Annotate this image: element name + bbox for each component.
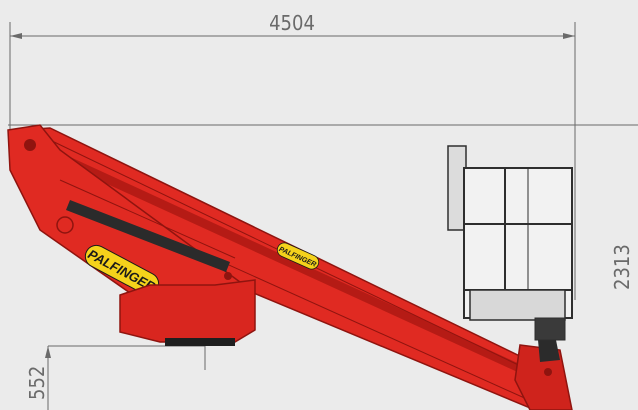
base-arrowhead bbox=[45, 346, 51, 358]
pivot-pin-mid bbox=[56, 216, 74, 234]
hydraulic-cylinder bbox=[66, 200, 230, 272]
arrowhead-right bbox=[563, 33, 575, 39]
bolt-2 bbox=[224, 272, 232, 280]
turret-body bbox=[119, 279, 256, 343]
basket-mount bbox=[534, 317, 566, 341]
head-pin bbox=[544, 368, 552, 376]
arrowhead-left bbox=[10, 33, 22, 39]
base-height-value: 552 bbox=[25, 366, 49, 400]
turret-base bbox=[119, 279, 256, 370]
pivot-pin-top bbox=[24, 139, 36, 151]
reach-value: 4504 bbox=[269, 11, 315, 35]
leveling-cylinder bbox=[538, 340, 560, 362]
lower-arm: PALFINGER bbox=[7, 124, 241, 331]
main-boom-groove bbox=[55, 150, 550, 386]
dimension-reach: 4504 bbox=[9, 11, 576, 300]
boom-head bbox=[514, 340, 573, 410]
dimension-base: 552 bbox=[25, 345, 205, 410]
height-value: 2313 bbox=[610, 244, 634, 290]
work-basket bbox=[447, 145, 573, 341]
dimension-height: 2313 bbox=[610, 244, 634, 290]
basket-floor bbox=[469, 289, 566, 321]
lower-arm-edge bbox=[59, 179, 236, 259]
turret-foot bbox=[165, 338, 235, 346]
